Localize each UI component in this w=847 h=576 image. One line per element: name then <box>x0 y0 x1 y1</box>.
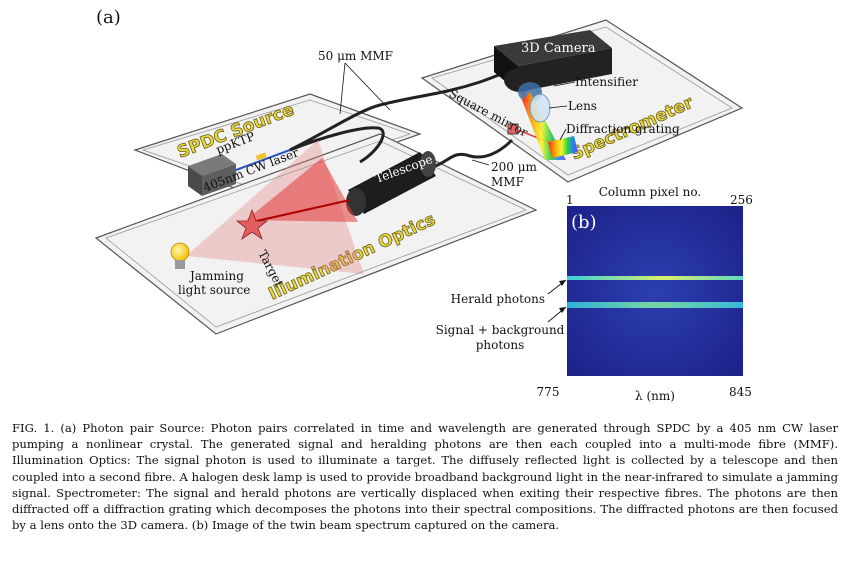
arrowhead-herald <box>559 280 566 286</box>
tick-bottom-left: 775 <box>537 385 560 399</box>
label-diffraction-grating: Diffraction grating <box>566 122 680 136</box>
camera-image <box>567 206 743 376</box>
fibre-herald <box>289 68 513 152</box>
fibre-signal <box>289 126 385 164</box>
panel-b-label: (b) <box>571 212 597 233</box>
tick-top-right: 256 <box>730 193 753 207</box>
label-50um-mmf: 50 μm MMF <box>318 49 393 63</box>
label-jamming-line2: light source <box>178 283 250 297</box>
label-signal-line2: photons <box>476 338 525 352</box>
label-intensifier: Intensifier <box>575 75 638 89</box>
illumination-plate <box>94 133 538 335</box>
figure-1: (a) SPDC Source Spectrometer Illuminatio… <box>94 7 753 403</box>
ppktp-crystal <box>255 152 267 161</box>
label-lens: Lens <box>568 99 597 113</box>
square-mirror <box>507 123 519 135</box>
laser <box>188 154 236 196</box>
panel-a-label: (a) <box>96 7 121 28</box>
leader-grating <box>559 128 567 141</box>
label-200um-line1: 200 μm <box>491 160 538 174</box>
camera-assembly <box>494 30 612 160</box>
leader-200um <box>471 159 490 166</box>
leader-intensifier <box>553 81 576 87</box>
label-herald-photons: Herald photons <box>451 292 545 306</box>
label-3d-camera: 3D Camera <box>521 41 596 56</box>
label-signal-line1: Signal + background <box>436 323 565 337</box>
panel-b: Column pixel no. 1 256 (b) 775 845 λ (nm… <box>436 185 753 403</box>
fibre-200um <box>429 138 514 170</box>
telescope <box>346 151 436 216</box>
pump-beam <box>235 149 291 171</box>
leader-50um-2 <box>344 62 391 111</box>
herald-band <box>567 276 743 280</box>
leader-50um-1 <box>339 62 346 115</box>
signal-band <box>567 302 743 308</box>
tick-bottom-right: 845 <box>729 385 752 399</box>
tick-top-left: 1 <box>566 193 574 207</box>
label-jamming-line1: Jamming <box>188 269 244 283</box>
jamming-lamp <box>170 242 190 269</box>
target-star <box>235 208 269 241</box>
arrowhead-signal <box>559 307 566 313</box>
axis-title-wavelength: λ (nm) <box>635 389 675 403</box>
axis-title-column-pixel: Column pixel no. <box>599 185 702 199</box>
figure-caption: FIG. 1. (a) Photon pair Source: Photon p… <box>12 421 838 533</box>
signal-illumination-cone <box>246 158 358 222</box>
return-beam <box>251 199 351 223</box>
label-200um-line2: MMF <box>491 175 524 189</box>
leader-lens <box>548 105 568 109</box>
